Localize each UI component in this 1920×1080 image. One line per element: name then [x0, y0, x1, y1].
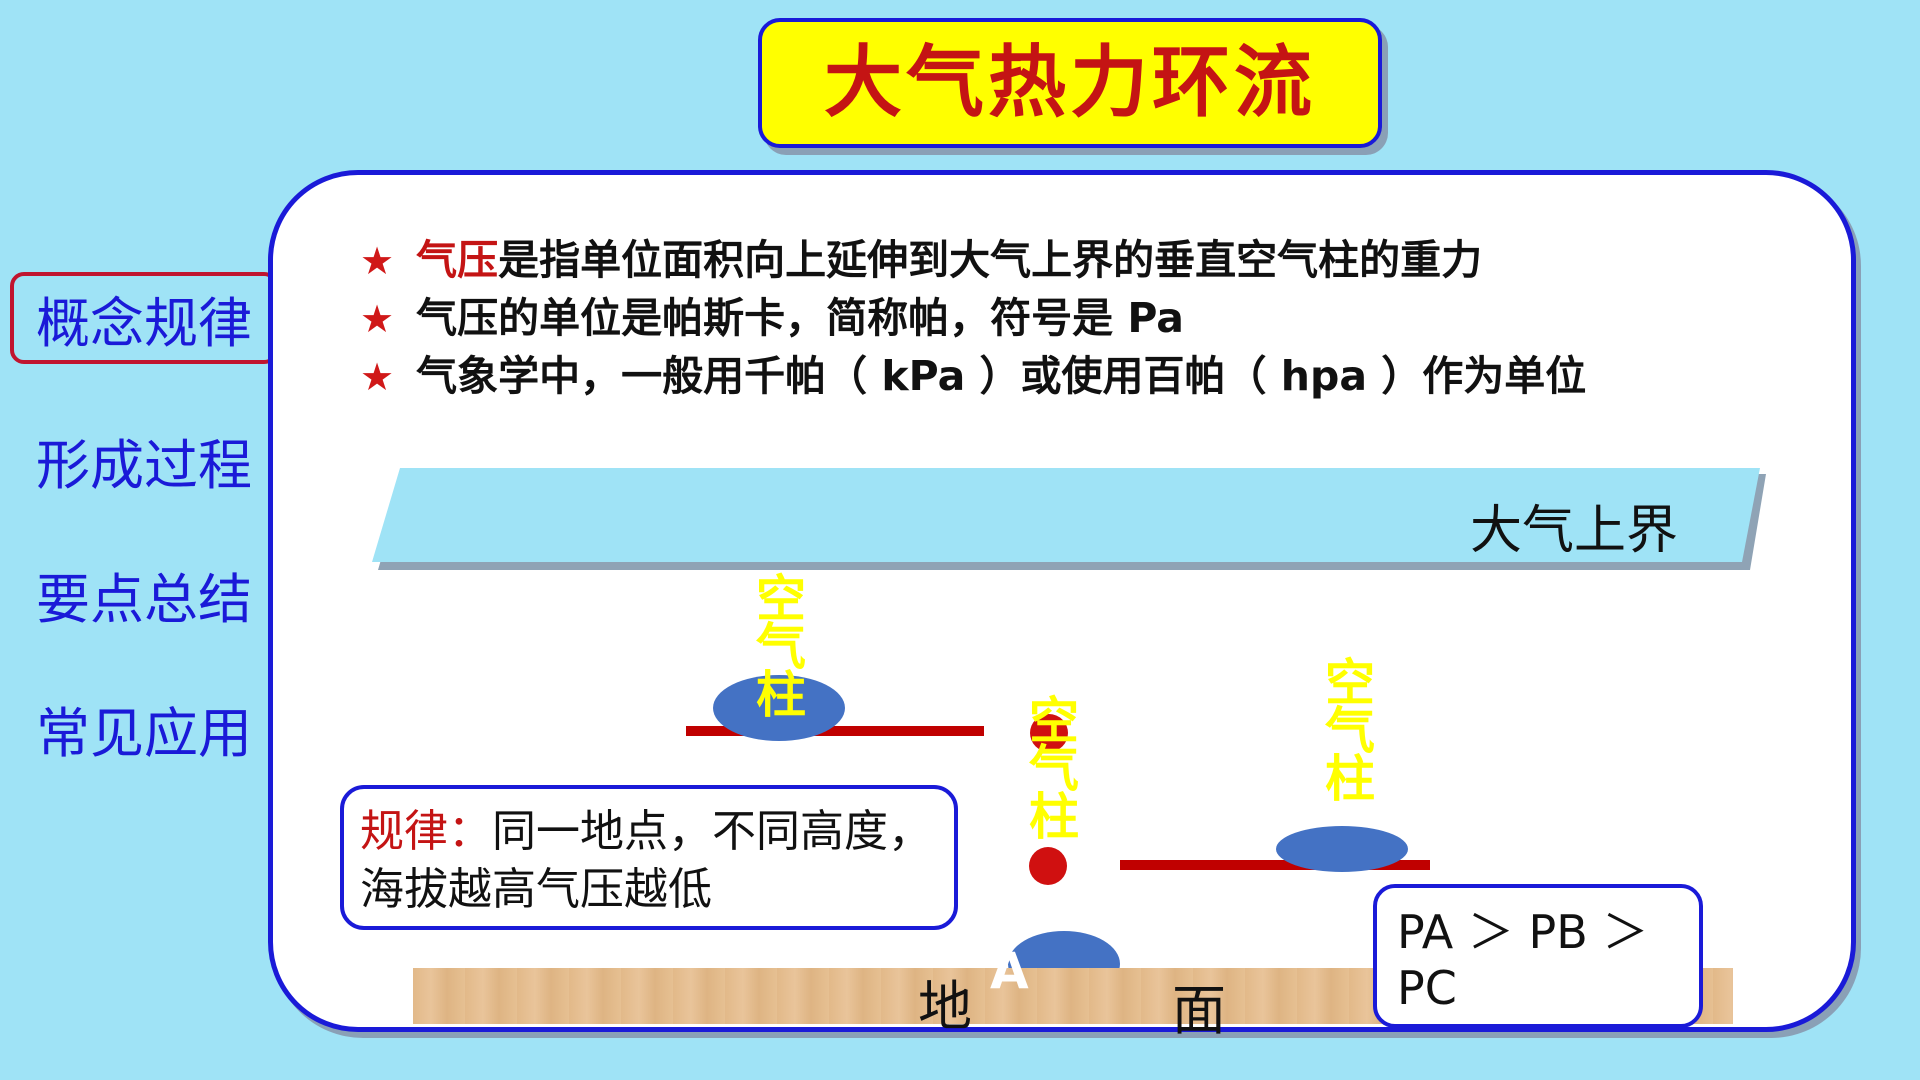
bullet-text: 气压的单位是帕斯卡，简称帕，符号是 Pa: [416, 294, 1184, 342]
bullet-text: 气象学中，一般用千帕（ kPa ）或使用百帕（ hpa ）作为单位: [416, 352, 1587, 400]
star-icon: ★: [360, 297, 395, 341]
bullet-highlight: 气压: [416, 236, 499, 284]
bullet-text: 是指单位面积向上延伸到大气上界的垂直空气柱的重力: [498, 236, 1483, 284]
nav-item-label: 要点总结: [36, 567, 252, 631]
air-column-label-center: 空气柱: [1021, 694, 1079, 838]
bullet-meteorology-unit: ★ 气象学中，一般用千帕（ kPa ）或使用百帕（ hpa ）作为单位: [360, 348, 1586, 404]
rule-key: 规律：: [360, 806, 492, 857]
point-b: [1029, 847, 1067, 885]
nav-item-label: 常见应用: [36, 701, 252, 765]
nav-item-label: 形成过程: [36, 433, 252, 497]
blue-ellipse-left: [713, 675, 845, 741]
point-c: [1030, 714, 1068, 752]
air-column-label-right: 空气柱: [1317, 656, 1375, 800]
star-icon: ★: [360, 355, 395, 399]
nav-item-formation[interactable]: 形成过程: [10, 414, 278, 506]
bullet-definition: ★ 气压是指单位面积向上延伸到大气上界的垂直空气柱的重力: [360, 232, 1482, 288]
nav-item-label: 概念规律: [36, 291, 252, 355]
point-a-label: A: [990, 942, 1029, 1000]
upper-boundary-label: 大气上界: [1470, 501, 1679, 561]
page-title: 大气热力环流: [823, 38, 1316, 128]
ground-label-right: 面: [1172, 979, 1226, 1042]
rule-box: 规律：同一地点，不同高度，海拔越高气压越低: [340, 785, 958, 930]
ground-label-left: 地: [918, 975, 972, 1038]
pressure-relation-box: PA ＞ PB ＞ PC: [1373, 884, 1703, 1028]
rule-text: 同一地点，不同高度，海拔越高气压越低: [360, 806, 932, 915]
pressure-relation-text: PA ＞ PB ＞ PC: [1397, 905, 1649, 1015]
bullet-unit: ★ 气压的单位是帕斯卡，简称帕，符号是 Pa: [360, 290, 1184, 346]
title-banner: 大气热力环流: [758, 18, 1382, 148]
nav-item-application[interactable]: 常见应用: [10, 682, 278, 774]
upper-boundary-band: [372, 468, 1766, 570]
isobar-line-right: [1120, 860, 1430, 870]
isobar-line-left: [686, 726, 984, 736]
air-column-label-left: 空气柱: [748, 572, 806, 716]
nav-item-summary[interactable]: 要点总结: [10, 548, 278, 640]
star-icon: ★: [360, 239, 395, 283]
blue-ellipse-right: [1276, 826, 1408, 872]
nav-item-concept[interactable]: 概念规律: [10, 272, 278, 364]
